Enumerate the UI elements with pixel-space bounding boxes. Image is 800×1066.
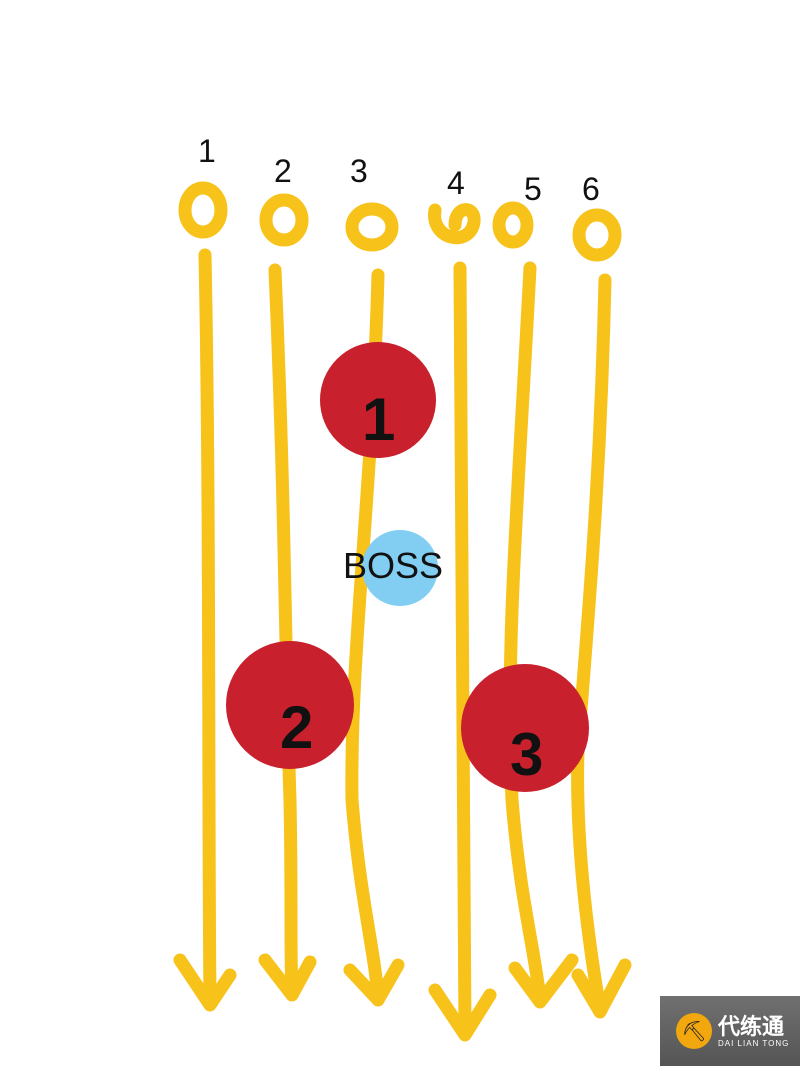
markers: 1 2 3 — [226, 342, 589, 792]
boss-marker — [362, 530, 438, 606]
boss-label: BOSS — [343, 545, 443, 586]
lane-label-4: 4 — [447, 165, 465, 201]
marker-1 — [320, 342, 436, 458]
lane-label-1: 1 — [198, 133, 216, 169]
lane-label-6: 6 — [582, 171, 600, 207]
marker-2 — [226, 641, 354, 769]
boss: BOSS — [343, 530, 443, 606]
lane-label-5: 5 — [524, 171, 542, 207]
watermark: ⛏ 代练通 DAI LIAN TONG — [660, 996, 800, 1066]
lane-labels: 1 2 3 4 5 6 — [198, 133, 600, 207]
lane-line-6 — [571, 273, 632, 1019]
marker-label-1: 1 — [362, 386, 395, 453]
lane-start-6 — [572, 208, 622, 262]
marker-label-2: 2 — [280, 694, 313, 761]
lane-label-3: 3 — [350, 153, 368, 189]
lane-line-2 — [258, 263, 317, 1002]
lane-start-1 — [178, 181, 228, 239]
marker-label-3: 3 — [510, 721, 543, 788]
watermark-logo-icon: ⛏ — [676, 1013, 712, 1049]
lane-line-5 — [503, 261, 579, 1009]
lane-label-2: 2 — [274, 153, 292, 189]
lane-start-4 — [428, 203, 481, 245]
watermark-name: 代练通 — [718, 1013, 785, 1039]
lane-start-3 — [345, 202, 399, 252]
lane-start-5 — [492, 201, 534, 249]
lane-line-1 — [173, 248, 237, 1012]
lane-line-4 — [428, 261, 497, 1042]
lane-start-2 — [259, 193, 309, 247]
watermark-subtitle: DAI LIAN TONG — [718, 1038, 790, 1048]
marker-3 — [461, 664, 589, 792]
